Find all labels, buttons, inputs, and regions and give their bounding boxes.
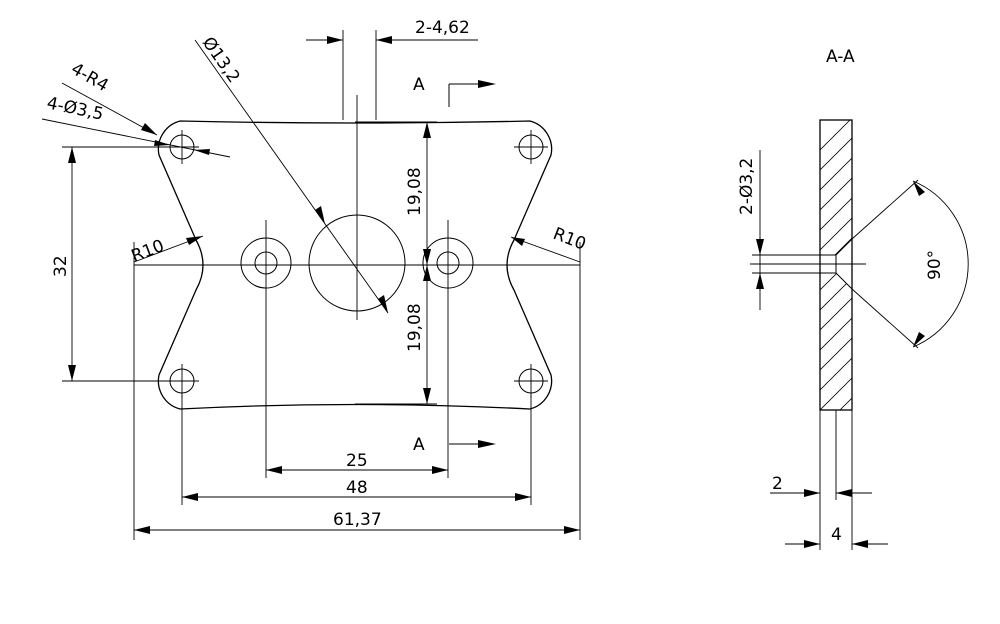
- label-dist-25: 25: [346, 451, 368, 471]
- label-corner-hole-dia: 4-Ø3,5: [45, 93, 105, 124]
- section-title: A-A: [826, 47, 855, 67]
- label-slot-width: 2-4,62: [415, 18, 470, 38]
- label-center-hole-dia: Ø13,2: [198, 33, 244, 86]
- corner-holes: [165, 130, 548, 398]
- label-thickness-4: 4: [831, 525, 842, 545]
- plate-outline: [157, 120, 553, 410]
- label-corner-radius: 4-R4: [68, 59, 112, 96]
- label-section-hole-dia: 2-Ø3,2: [737, 158, 757, 215]
- label-half-height-upper: 19,08: [405, 167, 425, 216]
- label-dist-48: 48: [346, 478, 368, 498]
- label-thickness-2: 2: [772, 474, 783, 494]
- label-height-32: 32: [51, 255, 71, 277]
- label-radius-right: R10: [550, 224, 588, 255]
- label-half-height-lower: 19,08: [405, 303, 425, 352]
- section-mark-top: A: [413, 75, 425, 95]
- label-overall-width: 61,37: [333, 510, 382, 530]
- section-view: A-A: [737, 47, 969, 550]
- label-countersink-angle: 90°: [925, 250, 945, 280]
- front-view: 2-4,62 Ø13,2 4-R4 4-Ø3,5 A A R10 R10: [41, 18, 589, 540]
- label-radius-left: R10: [129, 236, 167, 267]
- section-mark-bottom: A: [413, 435, 425, 455]
